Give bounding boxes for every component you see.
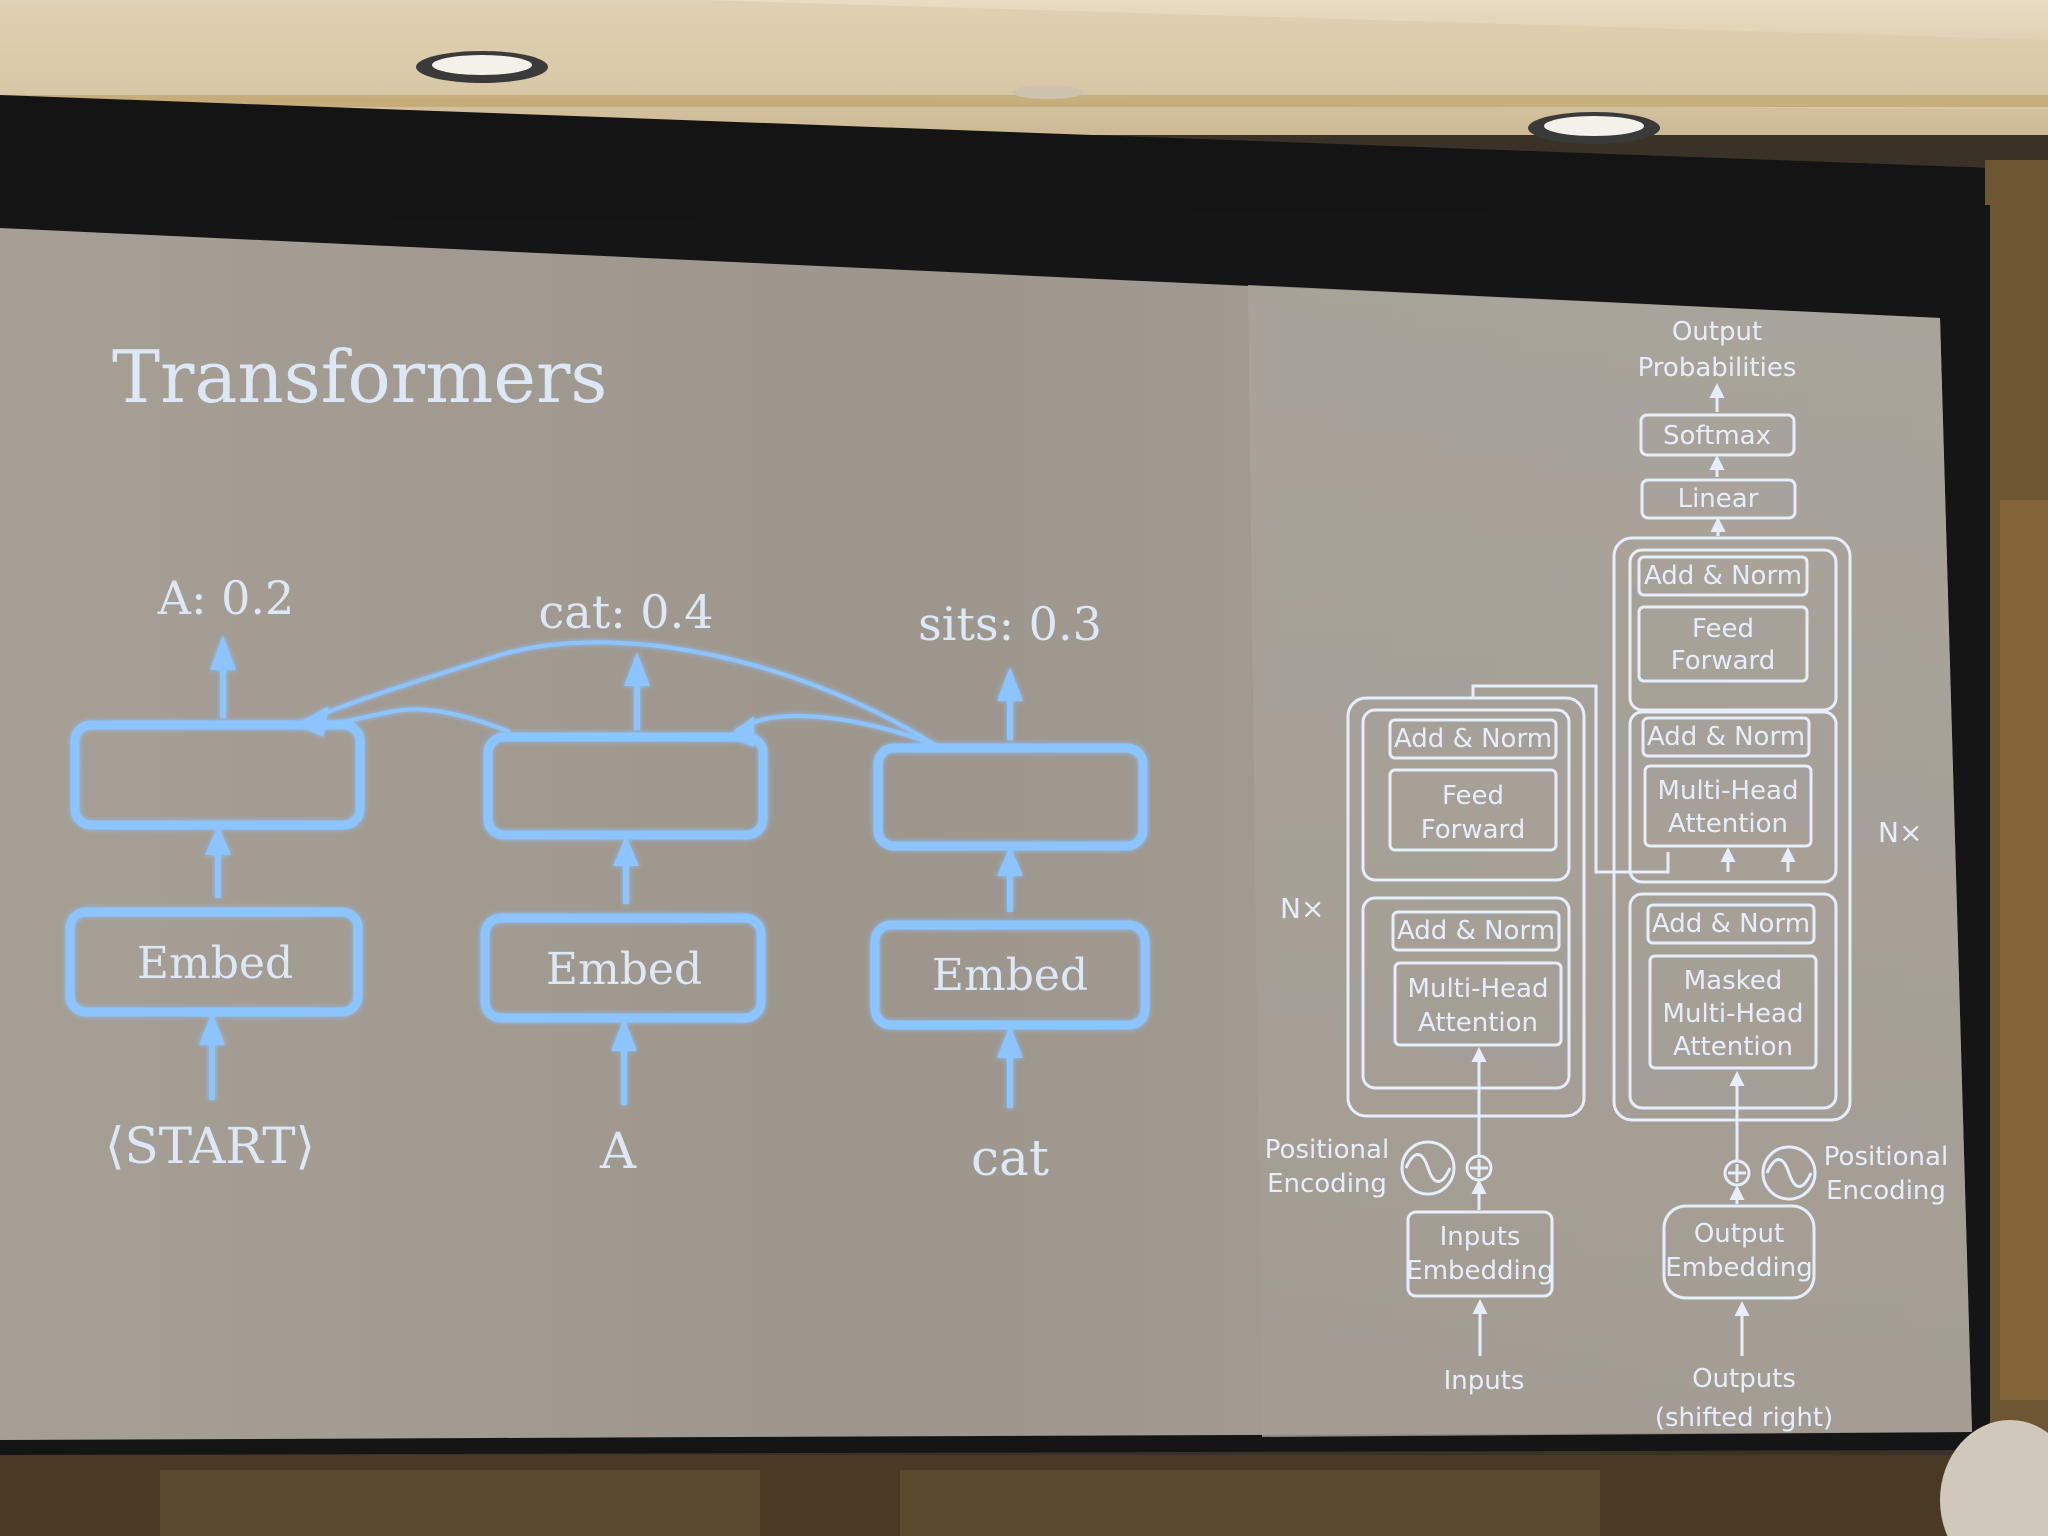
encoder-nx-label: N× [1280,892,1324,925]
pos-enc-right-wave-icon [1761,1145,1817,1201]
pos-enc-left-2: Encoding [1267,1169,1387,1199]
encoder-outer-box [1346,696,1586,1118]
screen-right-panel [1248,285,1972,1437]
token-block-2 [480,652,768,1105]
projector-housing [0,95,2048,245]
input-token-1: ⟨START⟩ [105,1117,315,1175]
pos-enc-left-wave-icon [1400,1140,1456,1196]
hidden-box-1 [70,720,365,830]
decoder-feed-forward [1637,605,1809,683]
embed-label-3: Embed [932,950,1088,1001]
inputs-embedding-label-1: Inputs [1440,1222,1521,1252]
decoder-multi-head-attention [1643,764,1813,848]
output-prob-2: cat: 0.4 [539,585,714,639]
decoder-mha-label-2: Attention [1668,809,1788,839]
pos-enc-right-1: Positional [1824,1142,1948,1172]
encoder-ff-group [1361,708,1571,882]
hidden-box-2 [483,732,768,840]
pos-enc-right-2: Encoding [1826,1176,1946,1206]
decoder-ff-group [1628,548,1838,712]
floor-panel [160,1470,760,1536]
softmax-label: Softmax [1663,421,1771,451]
output-prob-1: A: 0.2 [157,571,295,625]
decoder-masked-mha [1648,954,1818,1070]
embed-box-1 [65,907,363,1017]
decoder-masked-group [1628,892,1838,1110]
encoder-add-norm-2 [1388,718,1558,760]
decoder-add-norm-1-label: Add & Norm [1652,909,1810,939]
embed-box-2 [480,913,766,1023]
linear-label: Linear [1678,484,1759,514]
decoder-masked-label-1: Masked [1684,966,1783,996]
encoder-mha-label-2: Attention [1418,1008,1538,1038]
token-block-3 [870,667,1150,1108]
ceiling-light-right-glow [1544,116,1644,136]
hidden-box-3 [873,743,1148,851]
decoder-mha-group [1628,710,1838,884]
decoder-masked-label-2: Multi-Head [1663,999,1804,1029]
embed-label-2: Embed [546,944,702,995]
input-token-3: cat [971,1129,1049,1187]
token-block-1 [65,635,365,1100]
decoder-add-norm-2-label: Add & Norm [1647,722,1805,752]
decoder-nx-label: N× [1878,816,1922,849]
encoder-ff-label-2: Forward [1421,815,1526,845]
decoder-ff-label-2: Forward [1671,646,1776,676]
right-wall-panel [2000,500,2048,1400]
output-prob-3: sits: 0.3 [918,597,1102,651]
outputs-label-2: (shifted right) [1655,1403,1833,1433]
ceiling-sensor [1012,85,1084,99]
encoder-mha-group [1361,896,1571,1090]
floor-panel-2 [900,1470,1600,1536]
ceiling-light-left-glow [432,55,532,75]
output-embedding-label-1: Output [1694,1219,1784,1249]
encoder-feed-forward [1388,768,1558,852]
encoder-ff-label-1: Feed [1442,781,1504,811]
decoder-add-norm-3 [1637,555,1809,597]
embed-label-1: Embed [137,938,293,989]
ceiling-trim [0,95,2048,107]
encoder-mha-label-1: Multi-Head [1408,974,1549,1004]
inputs-embedding-label-2: Embedding [1406,1256,1553,1286]
ceiling-molding [0,0,2048,110]
audience-head [1940,1420,2048,1536]
decoder-add-norm-2 [1641,716,1811,758]
outputs-label-1: Outputs [1692,1364,1796,1394]
encoder-add-norm-1-label: Add & Norm [1397,916,1555,946]
decoder-outer-box [1612,536,1852,1122]
input-token-2: A [599,1122,637,1180]
output-embedding-box [1662,1204,1816,1300]
pos-enc-left-1: Positional [1265,1135,1389,1165]
slide-title: Transformers [112,335,607,419]
output-probabilities-2: Probabilities [1638,353,1797,383]
inputs-label: Inputs [1444,1366,1525,1396]
output-embedding-label-2: Embedding [1665,1253,1812,1283]
transformer-architecture: Output Probabilities Softmax Linear Add … [1265,317,1948,1433]
decoder-add-norm-3-label: Add & Norm [1644,561,1802,591]
encoder-add-norm-2-label: Add & Norm [1394,724,1552,754]
encoder-multi-head-attention [1393,961,1563,1047]
decoder-mha-label-1: Multi-Head [1658,776,1799,806]
decoder-add-norm-1 [1646,903,1816,945]
decoder-ff-label-1: Feed [1692,614,1754,644]
inputs-embedding-box [1406,1210,1554,1298]
encoder-add-norm-1 [1391,910,1561,952]
decoder-masked-label-3: Attention [1673,1032,1793,1062]
output-probabilities-1: Output [1672,317,1762,347]
